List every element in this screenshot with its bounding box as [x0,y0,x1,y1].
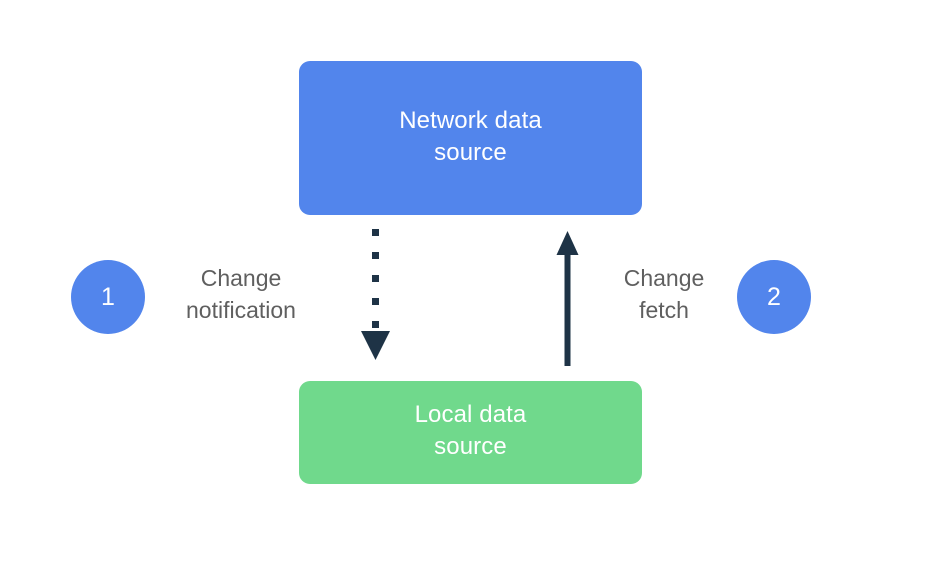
node-network-data-source[interactable]: Network data source [299,61,642,215]
edge-label-change-fetch: Change fetch [623,265,705,323]
arrow-up-solid-icon [556,231,579,366]
step-badge-1: 1 [71,260,145,334]
arrow-down-dotted-icon [361,229,390,360]
step-badge-2: 2 [737,260,811,334]
step-badge-2-number: 2 [767,282,781,311]
edge-label-change-notification: Change notification [186,265,296,323]
node-local-data-source[interactable]: Local data source [299,381,642,484]
node-local-data-source-label: Local data source [414,401,527,460]
node-network-data-source-label: Network data source [399,107,542,166]
step-badge-1-number: 1 [101,282,115,311]
